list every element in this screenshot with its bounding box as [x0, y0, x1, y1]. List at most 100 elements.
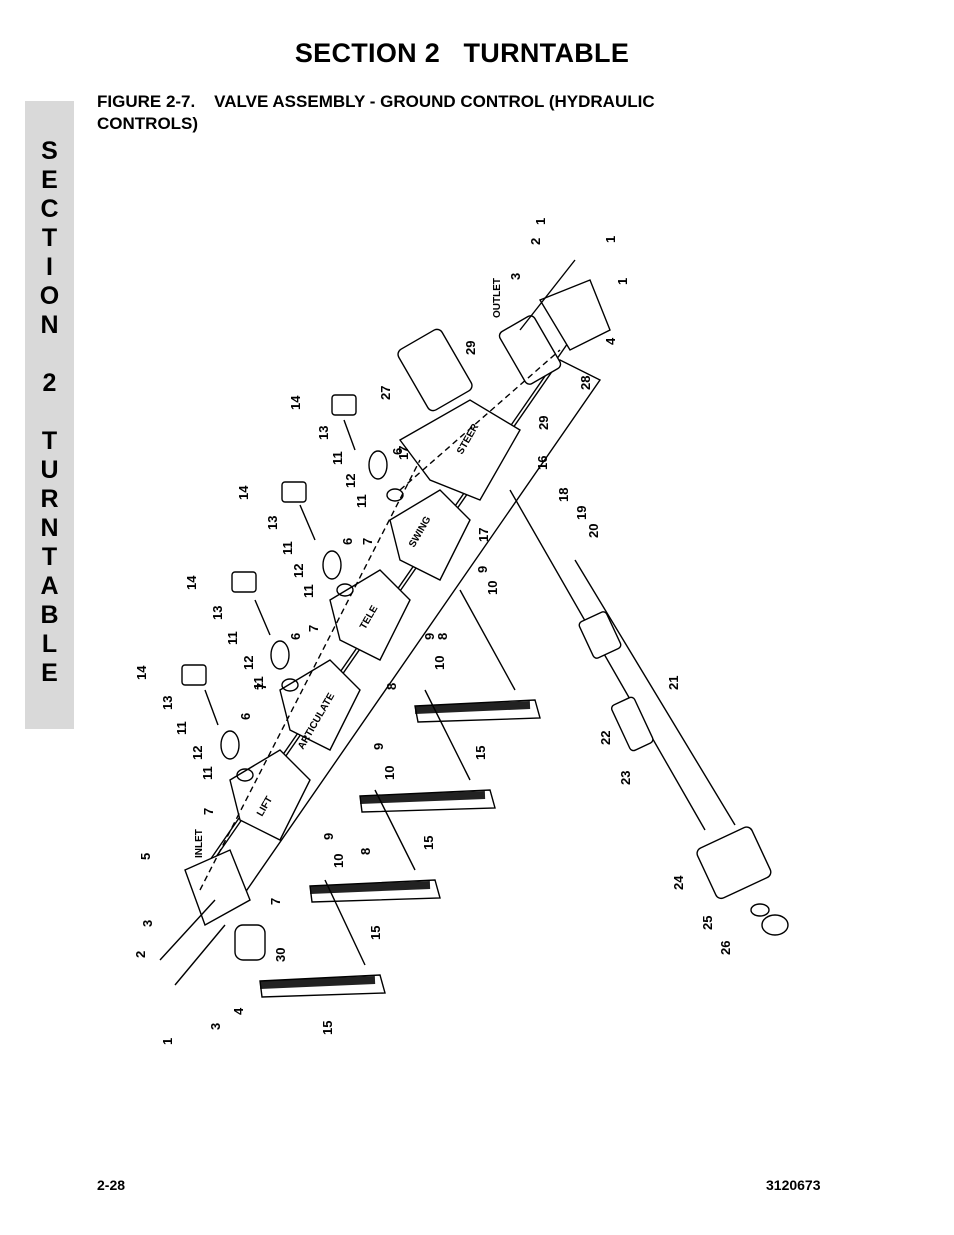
part-callout: 15 — [368, 926, 383, 940]
part-callout: 11 — [301, 584, 316, 598]
part-callout: 11 — [354, 494, 369, 508]
part-callout: 12 — [190, 746, 205, 760]
part-callout: 6 — [238, 713, 253, 720]
part-callout: 8 — [384, 683, 399, 690]
figure-label: FIGURE 2-7. — [97, 92, 196, 111]
page-number: 2-28 — [97, 1177, 126, 1193]
part-callout: 19 — [574, 506, 589, 520]
part-callout: 7 — [201, 808, 216, 815]
part-callout: 27 — [378, 386, 393, 400]
part-callout: 11 — [251, 676, 266, 690]
part-callout: 7 — [268, 898, 283, 905]
part-callout: 9 — [321, 833, 336, 840]
part-callout: 1 — [603, 236, 618, 243]
side-tab-letter: N — [40, 514, 59, 542]
part-callout: 14 — [288, 395, 303, 410]
part-callout: 6 — [288, 633, 303, 640]
part-callout: 22 — [598, 731, 613, 745]
part-callout: 10 — [485, 581, 500, 595]
part-callout: 30 — [273, 948, 288, 962]
side-tab-letter: 2 — [42, 369, 57, 397]
side-tab-letter: U — [40, 456, 59, 484]
part-callout: 2 — [528, 238, 543, 245]
part-callout: 4 — [231, 1007, 246, 1015]
part-callout: 14 — [134, 665, 149, 680]
part-callout: 15 — [473, 746, 488, 760]
side-tab-letter: C — [40, 195, 59, 223]
part-callout: 17 — [396, 446, 411, 460]
part-callout: 16 — [535, 456, 550, 470]
part-callout: 10 — [432, 656, 447, 670]
part-callout: 1 — [160, 1038, 175, 1045]
part-callout: 12 — [241, 656, 256, 670]
part-callout: 1 — [533, 218, 548, 225]
side-tab-letter: E — [41, 659, 58, 687]
part-callout: 6 — [390, 448, 405, 455]
part-callout: 3 — [140, 920, 155, 927]
part-callout: 5 — [138, 853, 153, 860]
side-tab-letter: N — [40, 311, 59, 339]
part-callout: 7 — [360, 538, 375, 545]
side-tab-letter: S — [41, 137, 58, 165]
side-tab-letter: E — [41, 166, 58, 194]
figure-caption: FIGURE 2-7. VALVE ASSEMBLY - GROUND CONT… — [97, 91, 737, 135]
part-callout: 3 — [208, 1023, 223, 1030]
part-callout: 15 — [421, 836, 436, 850]
side-tab-letter: T — [41, 543, 58, 571]
part-callout: 20 — [586, 524, 601, 538]
part-callout: 13 — [160, 696, 175, 710]
side-tab-letter: A — [40, 572, 59, 600]
part-callout: 23 — [618, 771, 633, 785]
part-callout: 7 — [254, 683, 269, 690]
part-callout: 26 — [718, 941, 733, 955]
port-word: OUTLET — [492, 278, 503, 318]
part-callout: 13 — [210, 606, 225, 620]
part-callout: 9 — [422, 633, 437, 640]
part-callout: 1 — [615, 278, 630, 285]
side-tab-letter: T — [41, 224, 58, 252]
part-callout: 3 — [508, 273, 523, 280]
port-word: INLET — [194, 829, 205, 858]
part-callout: 13 — [265, 516, 280, 530]
part-callout: 4 — [603, 337, 618, 345]
part-callout: 21 — [666, 676, 681, 690]
figure-title: VALVE ASSEMBLY - GROUND CONTROL (HYDRAUL… — [97, 92, 655, 133]
part-callout: 13 — [316, 426, 331, 440]
part-callout: 6 — [340, 538, 355, 545]
part-callout: 2 — [133, 951, 148, 958]
side-tab-letter: O — [39, 282, 60, 310]
part-callout: 28 — [578, 376, 593, 390]
part-callout: 9 — [475, 566, 490, 573]
part-callout: 10 — [331, 854, 346, 868]
part-callout: 11 — [330, 451, 345, 465]
part-callout: 11 — [280, 541, 295, 555]
side-tab-letter: B — [40, 601, 59, 629]
side-tab-letter: R — [40, 485, 59, 513]
part-callout: 8 — [435, 633, 450, 640]
part-callout: 11 — [225, 631, 240, 645]
part-callout: 9 — [371, 743, 386, 750]
side-tab-letter: L — [41, 630, 58, 658]
part-callout: 17 — [476, 528, 491, 542]
part-callout: 12 — [291, 564, 306, 578]
part-callout: 25 — [700, 916, 715, 930]
part-callout: 29 — [463, 341, 478, 355]
document-number: 3120673 — [766, 1177, 821, 1193]
side-tab-letter: T — [41, 427, 58, 455]
part-callout: 11 — [200, 766, 215, 780]
part-callout: 29 — [536, 416, 551, 430]
side-tab-letter: I — [46, 253, 53, 281]
part-callout: 14 — [184, 575, 199, 590]
part-callout: 15 — [320, 1021, 335, 1035]
part-callout: 10 — [382, 766, 397, 780]
part-callout: 8 — [358, 848, 373, 855]
part-callout: 24 — [671, 875, 686, 890]
part-callout: 12 — [343, 474, 358, 488]
section-title: SECTION 2 TURNTABLE — [294, 38, 630, 68]
part-callout: 18 — [556, 488, 571, 502]
part-callout: 11 — [174, 721, 189, 735]
part-callout: 14 — [236, 485, 251, 500]
part-callout: 7 — [306, 625, 321, 632]
